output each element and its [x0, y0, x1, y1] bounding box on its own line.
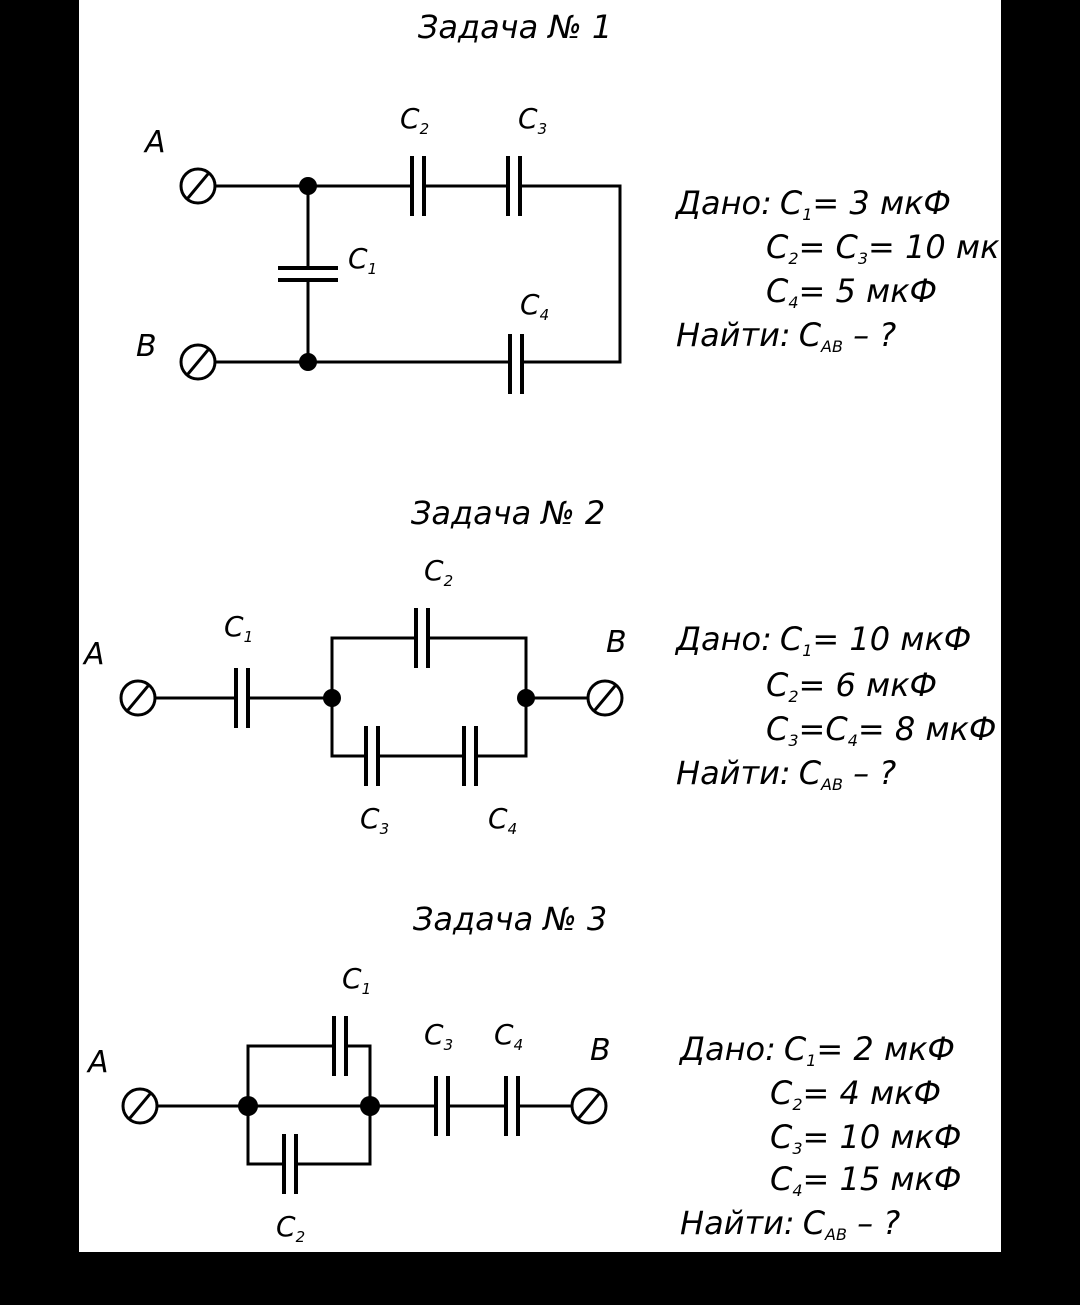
capacitor-c1-symbol — [278, 266, 338, 282]
terminal-b-label: B — [136, 329, 157, 364]
capacitor-c3-symbol — [364, 726, 380, 786]
capacitor-c4-label: C4 — [494, 1018, 523, 1054]
junction-dot — [299, 353, 317, 371]
problem-2-title: Задача № 2 — [411, 494, 605, 532]
terminal-b — [179, 343, 217, 381]
given-line-3: C3= 10 мкФ — [770, 1118, 961, 1158]
find-line: Найти:CAB – ? — [680, 1204, 900, 1244]
problem-3: Задача № 3 — [86, 900, 961, 1246]
terminal-a-label: A — [86, 1045, 109, 1080]
problem-3-title: Задача № 3 — [413, 900, 607, 938]
given-line-1: Дано:C1= 3 мкФ — [674, 184, 951, 224]
capacitor-c3-symbol — [434, 1076, 450, 1136]
capacitor-c4-label: C4 — [520, 288, 549, 324]
given-line-1: Дано:C1= 10 мкФ — [674, 620, 971, 660]
junction-dot — [517, 689, 535, 707]
capacitor-c3-label: C3 — [360, 802, 389, 838]
given-line-2: C2= 6 мкФ — [766, 666, 937, 706]
capacitor-c2-label: C2 — [400, 102, 429, 138]
problem-2: Задача № 2 — [82, 494, 996, 838]
worksheet — [79, 0, 1001, 1252]
given-line-2: C2= C3= 10 мкФ — [766, 228, 1027, 268]
terminal-a — [119, 679, 157, 717]
capacitor-c3-label: C3 — [424, 1018, 453, 1054]
find-line: Найти:CAB – ? — [676, 754, 896, 794]
capacitor-c4-symbol — [462, 726, 478, 786]
given-line-3: C4= 5 мкФ — [766, 272, 937, 312]
capacitor-c1-symbol — [234, 668, 250, 728]
capacitor-c4-symbol — [504, 1076, 520, 1136]
given-line-4: C4= 15 мкФ — [770, 1160, 961, 1200]
junction-dot — [299, 177, 317, 195]
capacitor-c2-symbol — [414, 608, 430, 668]
capacitor-c1-label: C1 — [348, 242, 377, 278]
problem-1-title: Задача № 1 — [418, 8, 612, 46]
terminal-b-label: B — [590, 1033, 611, 1068]
junction-dot — [323, 689, 341, 707]
problem-2-circuit: A B C1 C2 C3 C4 — [82, 554, 627, 838]
capacitor-c2-symbol — [410, 156, 426, 216]
terminal-b — [570, 1087, 608, 1125]
capacitor-c2-label: C2 — [424, 554, 453, 590]
capacitor-c4-symbol — [508, 334, 524, 394]
problem-1: Задача № 1 — [136, 8, 1027, 394]
capacitor-c4-label: C4 — [488, 802, 517, 838]
junction-dot — [360, 1096, 380, 1116]
find-line: Найти:CAB – ? — [676, 316, 896, 356]
terminal-a — [179, 167, 217, 205]
problem-3-given: Дано:C1= 2 мкФ C2= 4 мкФ C3= 10 мкФ C4= … — [678, 1030, 961, 1244]
terminal-b — [586, 679, 624, 717]
given-line-2: C2= 4 мкФ — [770, 1074, 941, 1114]
capacitor-c1-label: C1 — [224, 610, 253, 646]
junction-dot — [238, 1096, 258, 1116]
terminal-a — [121, 1087, 159, 1125]
given-line-3: C3=C4= 8 мкФ — [766, 710, 996, 750]
capacitor-c2-symbol — [282, 1134, 298, 1194]
capacitor-c1-label: C1 — [342, 962, 371, 998]
problem-1-given: Дано:C1= 3 мкФ C2= C3= 10 мкФ C4= 5 мкФ … — [674, 184, 1027, 356]
terminal-b-label: B — [606, 625, 627, 660]
terminal-a-label: A — [82, 637, 105, 672]
problem-3-circuit: A B C1 C2 C3 C4 — [86, 962, 611, 1246]
terminal-a-label: A — [143, 125, 166, 160]
given-line-1: Дано:C1= 2 мкФ — [678, 1030, 955, 1070]
problem-1-circuit: A B C2 C3 C1 C4 — [136, 102, 622, 394]
capacitor-c3-label: C3 — [518, 102, 547, 138]
capacitor-c1-symbol — [332, 1016, 348, 1076]
capacitor-c2-label: C2 — [276, 1210, 305, 1246]
problem-2-given: Дано:C1= 10 мкФ C2= 6 мкФ C3=C4= 8 мкФ Н… — [674, 620, 996, 794]
capacitor-c3-symbol — [506, 156, 522, 216]
